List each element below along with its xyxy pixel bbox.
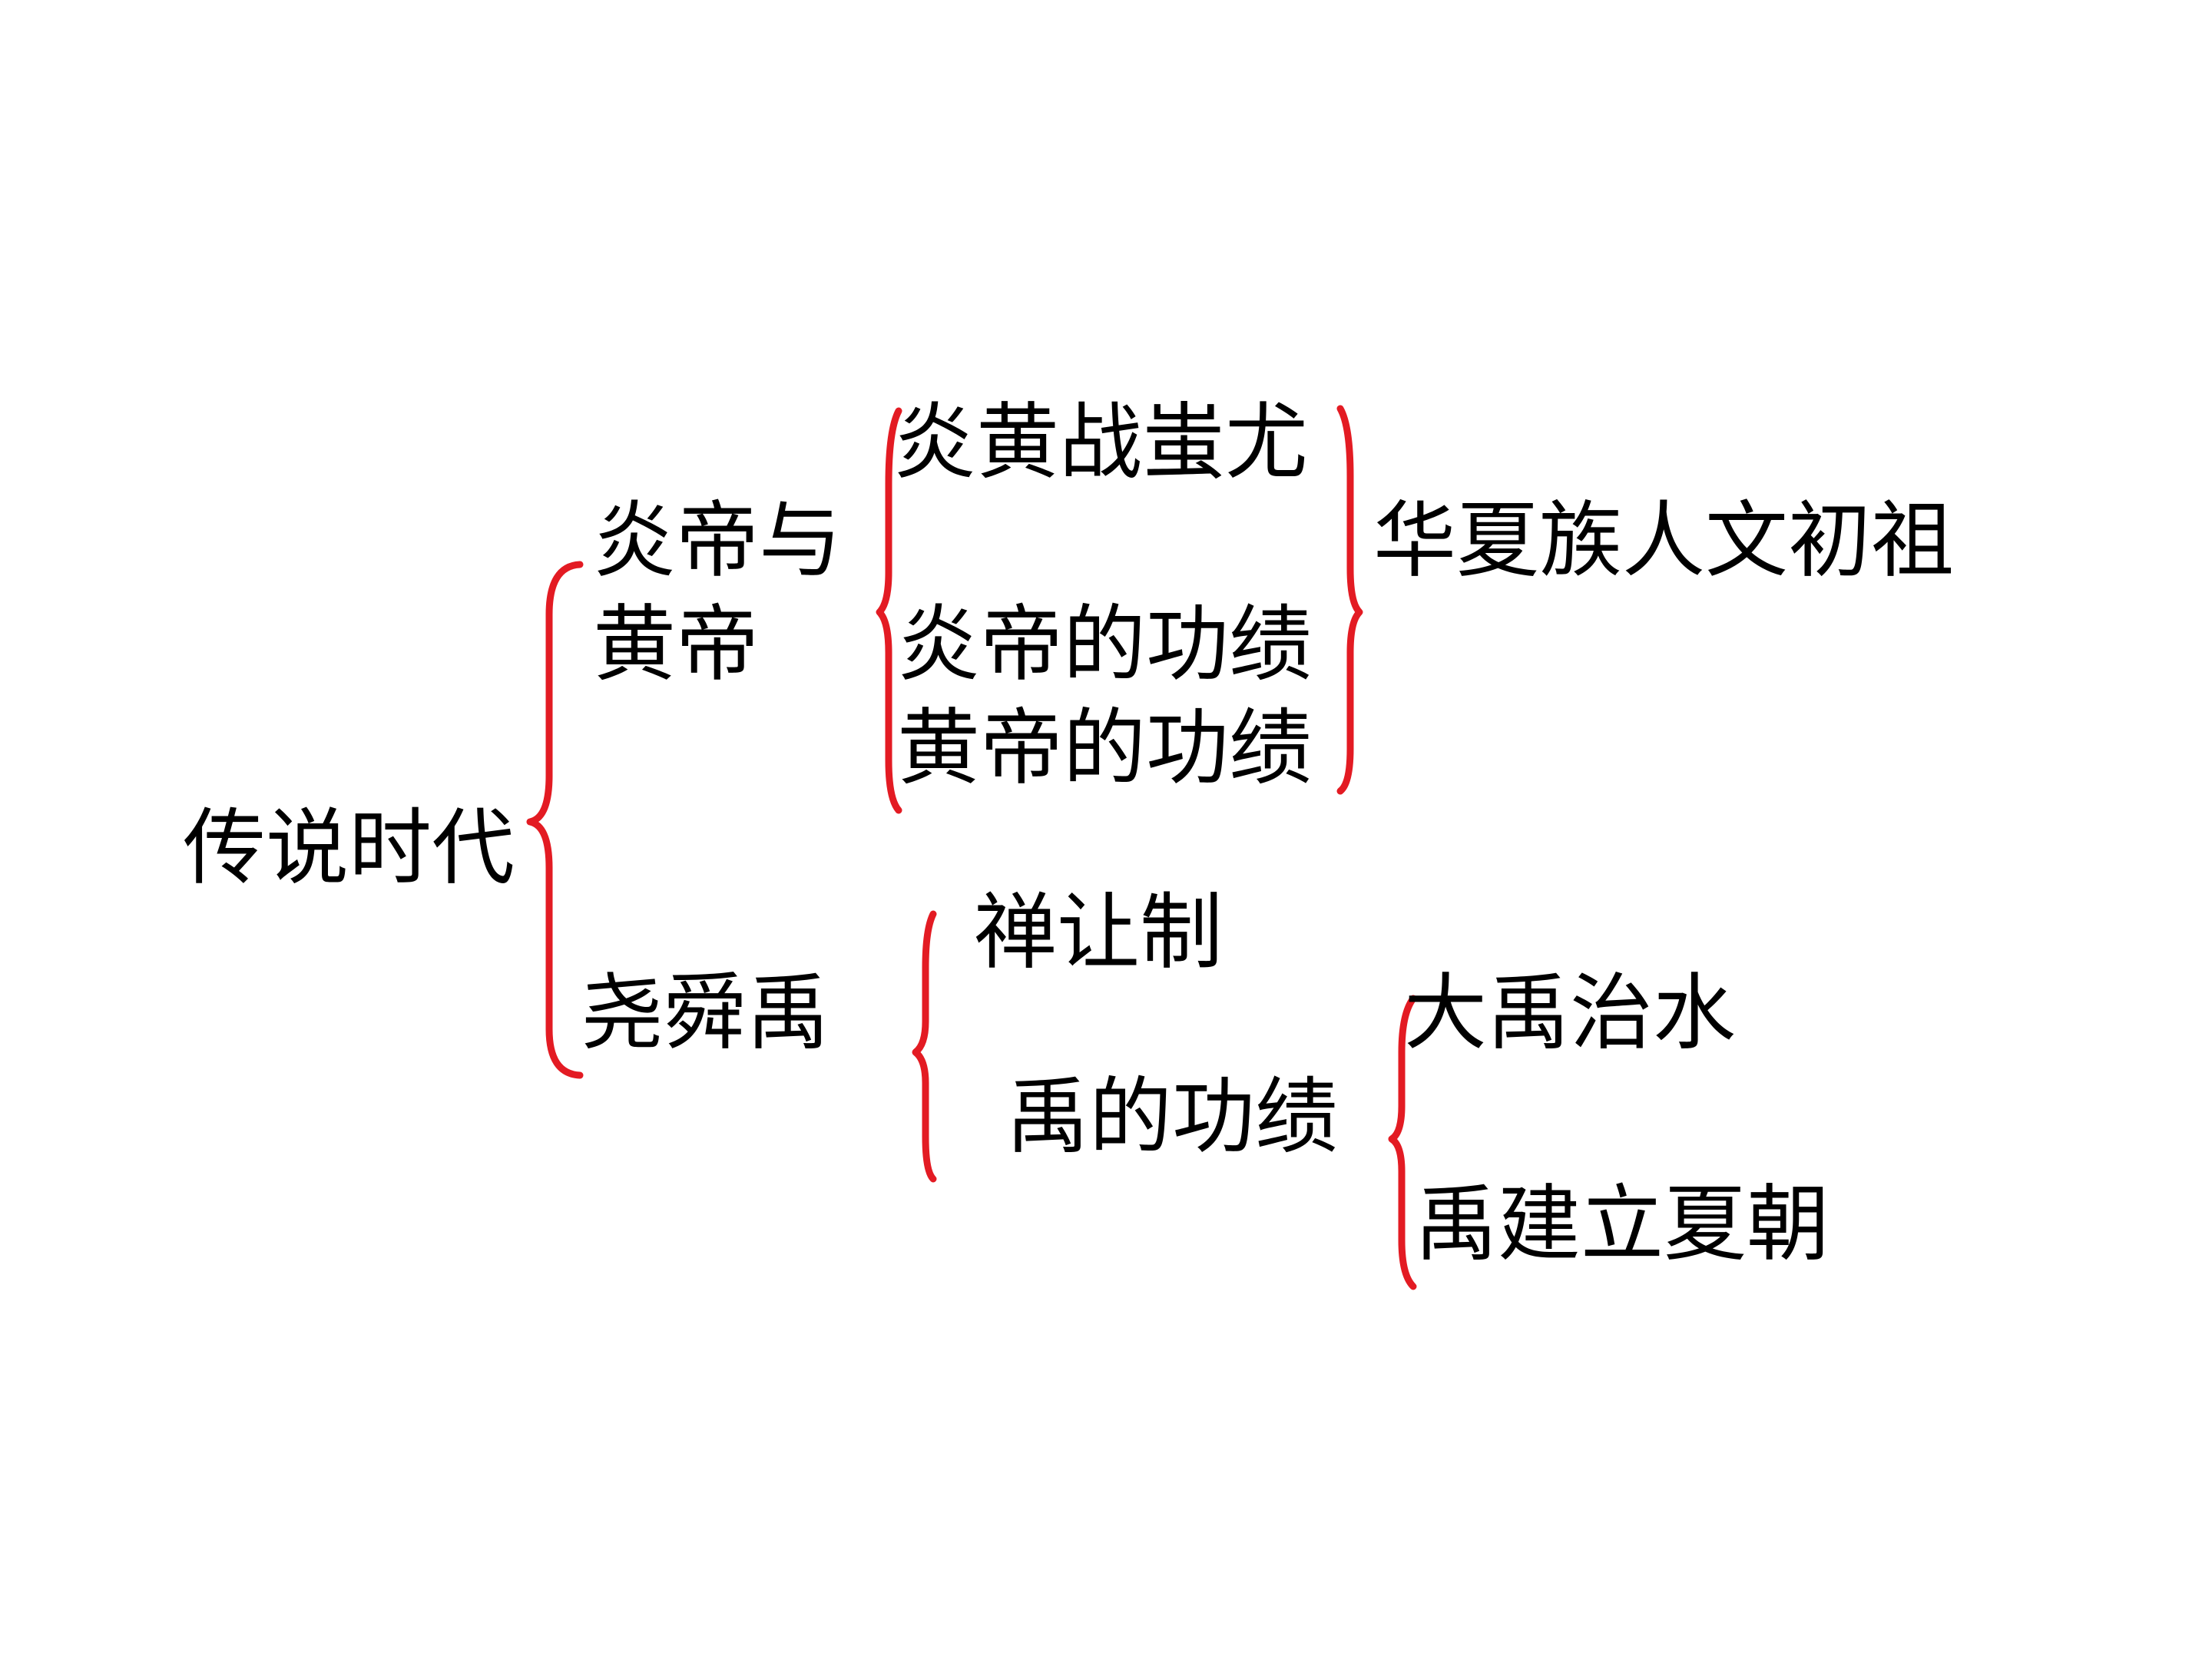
yao-shun-yu-node: 尧舜禹 bbox=[581, 965, 830, 1061]
huang-merits-node: 黄帝的功绩 bbox=[897, 700, 1313, 796]
yan-huang-node-line2: 黄帝 bbox=[593, 597, 760, 693]
battle-node: 炎黄战蚩尤 bbox=[893, 395, 1309, 491]
xia-dynasty-node: 禹建立夏朝 bbox=[1415, 1177, 1830, 1273]
ancestors-node: 华夏族人文初祖 bbox=[1373, 493, 1955, 589]
yan-merits-node: 炎帝的功绩 bbox=[897, 597, 1313, 693]
root-node: 传说时代 bbox=[183, 800, 515, 896]
yanhuang-left-brace bbox=[876, 407, 902, 814]
yu-merits-node: 禹的功绩 bbox=[1006, 1069, 1339, 1165]
yan-huang-node-line1: 炎帝与 bbox=[593, 493, 843, 589]
flood-control-node: 大禹治水 bbox=[1404, 965, 1737, 1061]
yu-merits-left-brace bbox=[1388, 995, 1417, 1290]
abdication-node: 禅让制 bbox=[974, 885, 1224, 981]
yaoshunyu-left-brace bbox=[912, 910, 937, 1183]
ancestors-right-brace bbox=[1336, 405, 1363, 795]
root-left-brace bbox=[526, 561, 584, 1079]
